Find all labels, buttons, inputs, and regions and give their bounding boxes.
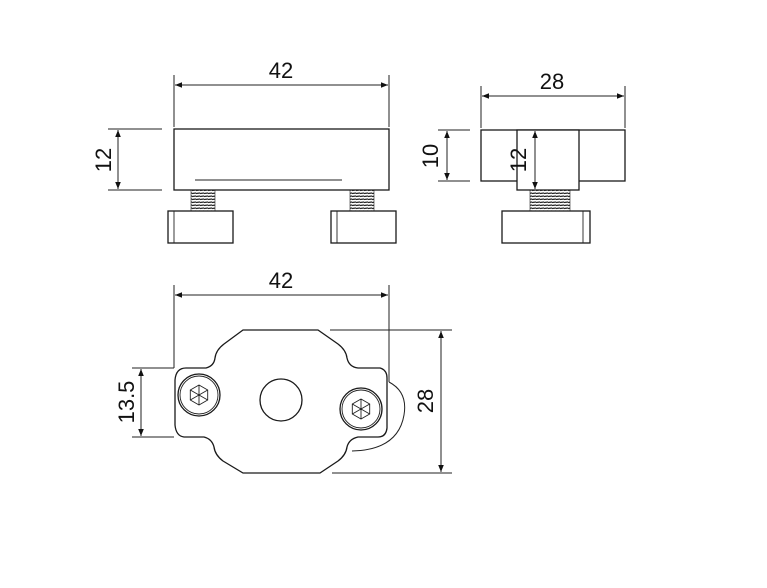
left-t-nut: [167, 210, 234, 244]
side-t-nut: [501, 210, 591, 244]
hex-socket-icon: [189, 384, 209, 406]
left-screw: [177, 373, 221, 417]
left-thread: [190, 189, 216, 212]
side-body: [516, 129, 580, 191]
center-hole: [259, 378, 303, 422]
dim-bottom-width: 42: [269, 268, 293, 293]
front-view: 42 12: [91, 58, 397, 244]
hex-socket-icon: [351, 398, 371, 420]
bottom-view: 42 13.5 28: [114, 268, 452, 474]
dim-bottom-depth: 28: [413, 389, 438, 413]
right-thread: [349, 189, 375, 212]
dim-side-width: 28: [540, 69, 564, 94]
right-t-nut: [330, 210, 397, 244]
dim-bottom-offset: 13.5: [114, 381, 139, 424]
t-nut-arc: [351, 381, 406, 452]
front-body: [173, 128, 390, 191]
side-thread: [529, 189, 571, 212]
side-view: 28 10 12: [418, 69, 626, 244]
plate-outline: [174, 329, 388, 474]
dim-side-height-outer: 10: [418, 144, 443, 168]
dim-side-height-inner: 12: [506, 148, 531, 172]
dim-front-width: 42: [269, 58, 293, 83]
right-screw: [339, 387, 383, 431]
dim-front-height: 12: [91, 148, 116, 172]
